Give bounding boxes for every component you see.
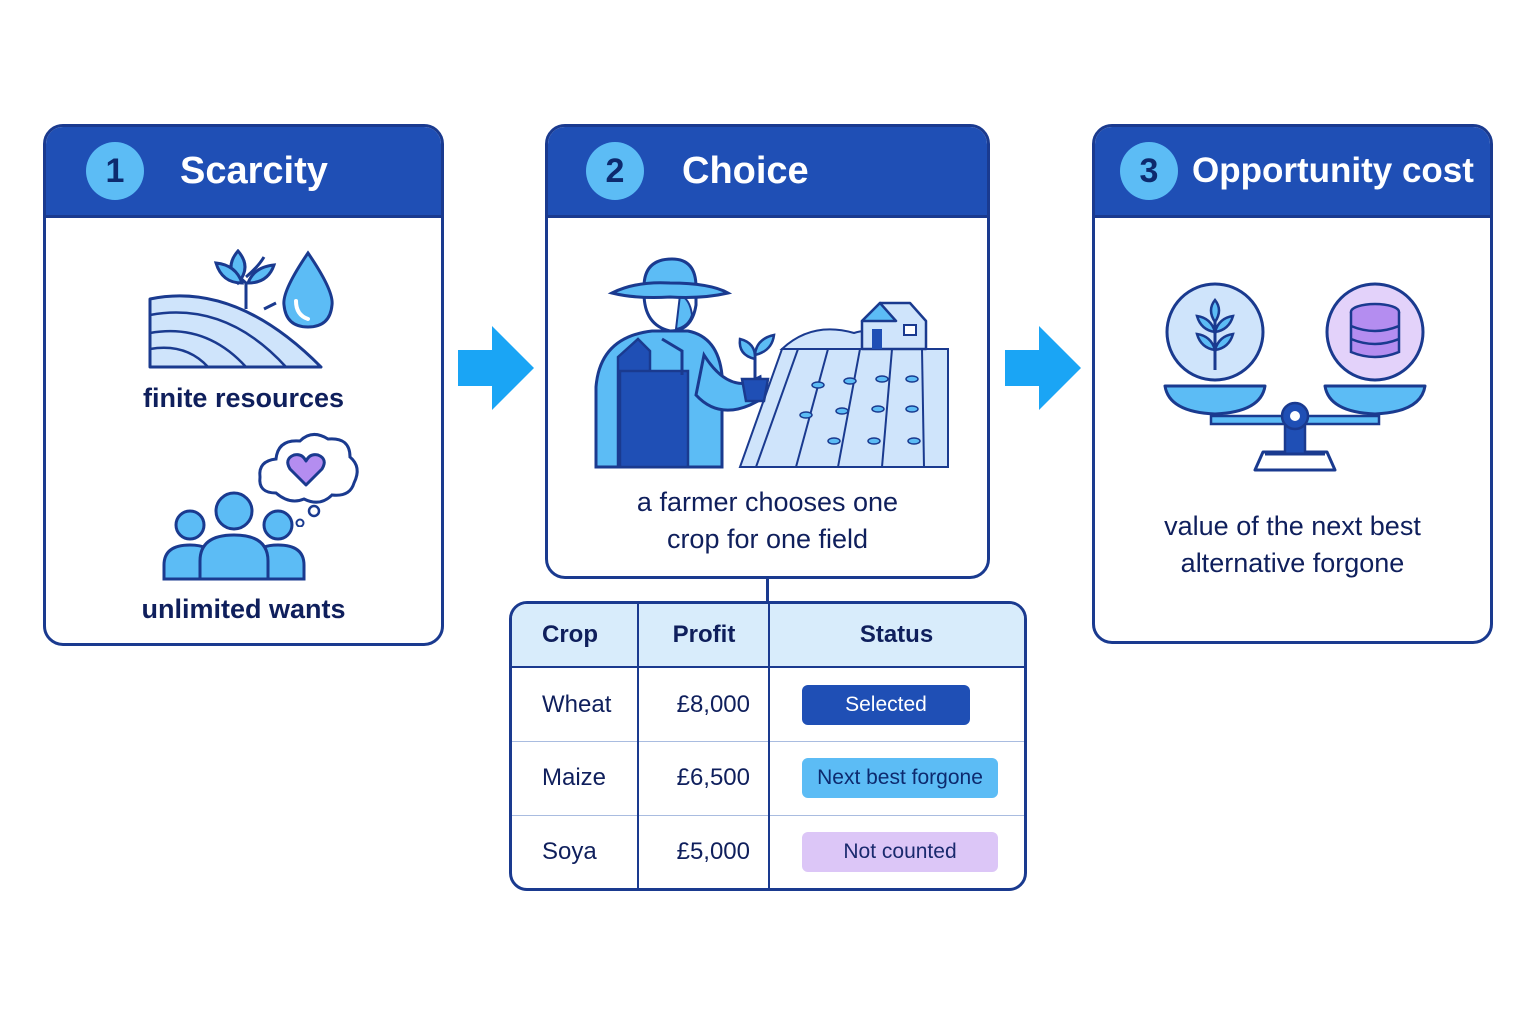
header-profit: Profit [638, 604, 770, 668]
status-badge-next-best: Next best forgone [802, 758, 998, 799]
status-cell: Selected [769, 667, 1024, 742]
profit-cell: £8,000 [638, 667, 770, 742]
water-drop-icon [282, 250, 334, 329]
opportunity-cost-title: Opportunity cost [1192, 151, 1474, 190]
table-connector-line [766, 577, 769, 603]
profit-cell: £6,500 [638, 741, 770, 816]
status-badge-not-counted: Not counted [802, 831, 998, 872]
status-cell: Next best forgone [769, 741, 1024, 816]
choice-header: 2 Choice [548, 127, 987, 218]
status-cell: Not counted [769, 814, 1024, 888]
flow-arrow-icon [458, 326, 534, 410]
step-badge-3: 3 [1120, 142, 1178, 200]
heart-thought-bubble-icon [258, 433, 359, 527]
table-header-row: Crop Profit Status [512, 604, 1024, 668]
choice-caption-line-2: crop for one field [666, 524, 869, 554]
opportunity-cost-caption-line-2: alternative forgone [1180, 548, 1405, 578]
field-plant-icon [148, 249, 323, 369]
scarcity-header: 1 Scarcity [46, 127, 441, 218]
crop-cell: Wheat [512, 667, 639, 742]
choice-panel: 2 Choice [545, 124, 990, 579]
wheat-coin-scale-icon [1163, 282, 1427, 472]
flow-arrow-icon [1005, 326, 1081, 410]
status-badge-selected: Selected [802, 684, 970, 725]
table-row: Wheat £8,000 Selected [512, 667, 1024, 742]
scarcity-panel: 1 Scarcity finite resources unlimited wa… [43, 124, 444, 646]
opportunity-cost-caption-line-1: value of the next best [1164, 511, 1421, 541]
header-crop: Crop [512, 604, 639, 668]
finite-resources-caption: finite resources [142, 383, 345, 413]
crop-cell: Soya [512, 814, 639, 888]
choice-title: Choice [682, 149, 809, 192]
farmer-illustration [594, 257, 949, 469]
step-badge-2: 2 [586, 142, 644, 200]
scarcity-title: Scarcity [180, 149, 328, 192]
choice-caption-line-1: a farmer chooses one [636, 487, 899, 517]
people-group-icon [162, 491, 306, 581]
step-badge-1: 1 [86, 142, 144, 200]
unlimited-wants-caption: unlimited wants [141, 594, 346, 624]
opportunity-cost-panel: 3 Opportunity cost value of the next bes… [1092, 124, 1493, 644]
profit-cell: £5,000 [638, 814, 770, 888]
crop-cell: Maize [512, 741, 639, 816]
opportunity-cost-header: 3 Opportunity cost [1095, 127, 1490, 218]
crop-profit-table: Crop Profit Status Wheat £8,000 Selected… [509, 601, 1027, 891]
table-row: Maize £6,500 Next best forgone [512, 741, 1024, 816]
header-status: Status [769, 604, 1024, 668]
table-row: Soya £5,000 Not counted [512, 814, 1024, 888]
